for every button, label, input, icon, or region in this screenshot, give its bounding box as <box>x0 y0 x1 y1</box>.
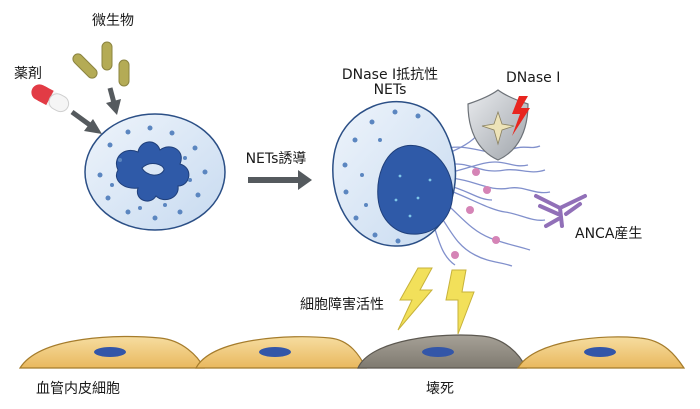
label-necrosis: 壊死 <box>426 381 454 397</box>
endothelial-nucleus-2 <box>259 347 291 357</box>
microbe-icon <box>72 41 130 87</box>
neutrophil-resting <box>84 113 226 231</box>
label-drug: 薬剤 <box>14 66 42 82</box>
shield-icon <box>467 89 529 161</box>
endothelial-layer <box>18 334 686 369</box>
endothelial-nucleus-3 <box>584 347 616 357</box>
nets-granule-dots <box>451 168 500 259</box>
endothelial-nucleus-1 <box>94 347 126 357</box>
label-cytotoxicity: 細胞障害活性 <box>300 297 384 313</box>
input-arrow-microbe <box>106 87 121 115</box>
pill-icon <box>31 84 70 113</box>
label-nets-induction: NETs誘導 <box>245 151 307 167</box>
antibody-icon <box>534 194 587 228</box>
label-anca: ANCA産生 <box>575 226 643 242</box>
input-arrow-drug <box>70 109 102 134</box>
label-endothelial: 血管内皮細胞 <box>36 381 120 397</box>
label-dnase: DNase I <box>506 70 561 86</box>
nets-induction-arrow <box>248 170 312 190</box>
label-dnase-resistant-line1: DNase I抵抗性 <box>341 67 439 83</box>
necrotic-nucleus <box>422 347 454 357</box>
cytotoxicity-lightning-icon <box>397 267 475 335</box>
decondensed-nucleus <box>377 144 454 235</box>
label-microbe: 微生物 <box>92 13 134 29</box>
dnase-bolt-icon <box>512 96 530 136</box>
neutrophil-netosis <box>332 101 457 247</box>
multilobed-nucleus <box>116 141 190 202</box>
label-dnase-resistant-line2: NETs <box>373 82 407 98</box>
